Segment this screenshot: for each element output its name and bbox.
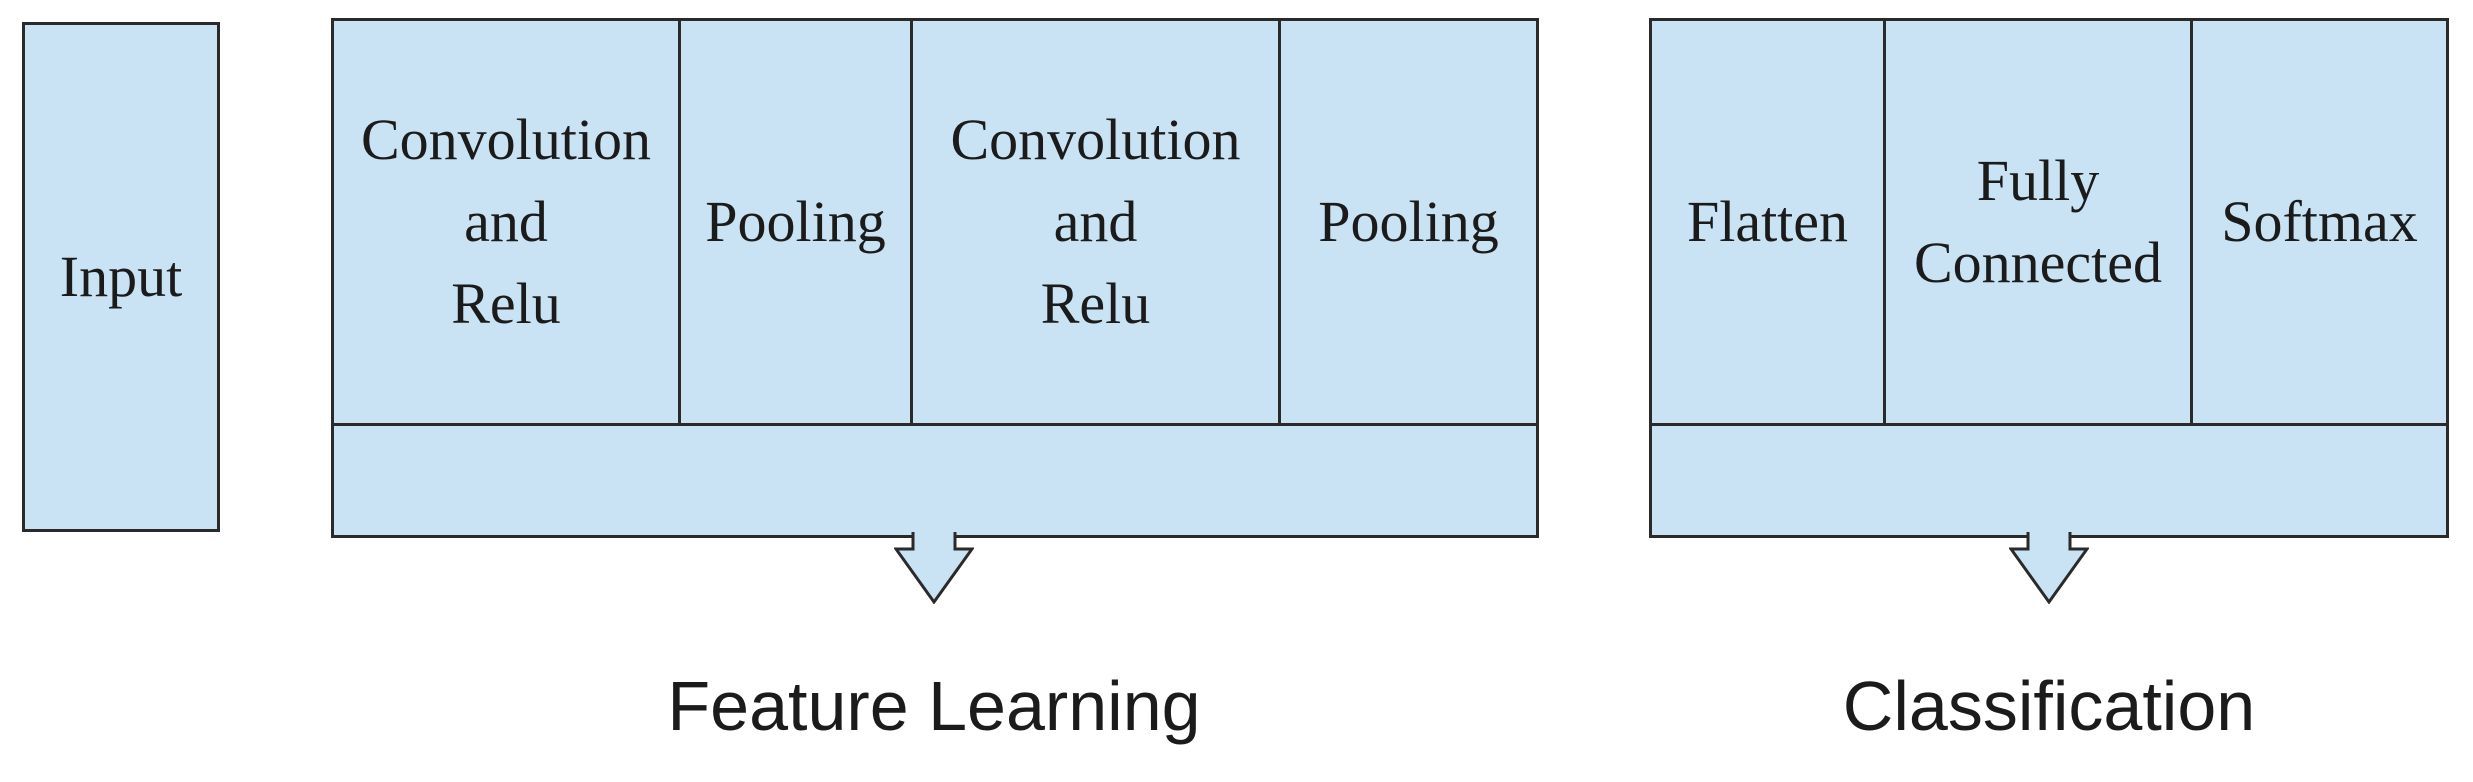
stage-flatten: Flatten [1652,21,1886,423]
classification-divider [1652,423,2446,426]
input-label: Input [59,244,183,309]
classification-down-arrow [2009,532,2089,604]
stage-softmax: Softmax [2221,189,2418,254]
stage-fully-connected: Fully Connected [1886,21,2193,423]
feature-learning-label: Feature Learning [667,667,1201,745]
stage-convolution-relu-1: Convolution and Relu [334,21,681,423]
classification-group: Flatten Fully Connected Softmax [1649,18,2449,538]
stage-convolution-relu-2: Convolution and Relu [913,21,1281,423]
feature-learning-down-arrow [894,532,974,604]
classification-label: Classification [1842,667,2256,745]
stage-pooling-1: Pooling [681,21,913,423]
input-block: Input [22,22,220,532]
stage-pooling-2: Pooling [1318,189,1499,254]
feature-learning-divider [334,423,1536,426]
feature-learning-group: Convolution and Relu Pooling Convolution… [331,18,1539,538]
